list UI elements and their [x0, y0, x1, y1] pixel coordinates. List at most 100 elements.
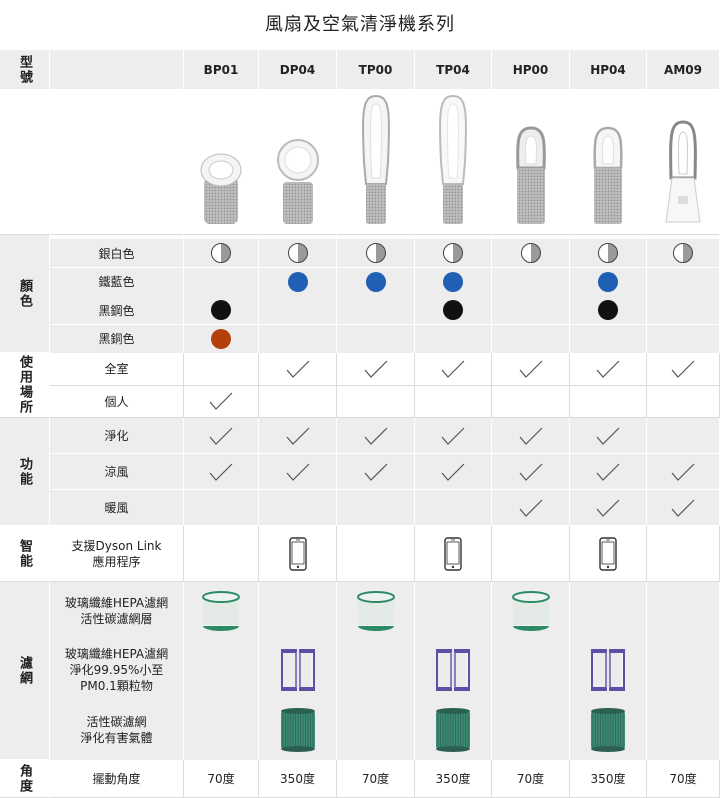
filter-cell	[647, 640, 720, 700]
color-swatch-cell	[415, 296, 492, 324]
angle-cell: 70度	[184, 760, 259, 798]
model-name: TP04	[436, 62, 470, 77]
color-swatch-icon	[443, 271, 463, 292]
checkmark-icon	[596, 463, 620, 481]
image-blank-left	[0, 90, 50, 235]
smartphone-icon	[444, 536, 462, 571]
product-image	[276, 139, 319, 224]
color-name: 黑鋼色	[98, 303, 135, 318]
usage-cell	[492, 353, 570, 386]
smart-row-label: 支援Dyson Link 應用程序	[50, 526, 184, 582]
function-cell	[259, 490, 337, 526]
color-swatch-cell	[337, 239, 415, 267]
filter-cylinder-icon	[591, 708, 625, 752]
product-image	[439, 94, 467, 224]
checkmark-icon	[441, 427, 465, 445]
function-cell	[415, 454, 492, 490]
filter-cell	[492, 582, 570, 640]
section-label: 使用場所	[17, 355, 32, 415]
color-swatch-cell	[259, 324, 337, 353]
function-name: 暖風	[104, 501, 129, 515]
color-swatch-cell	[570, 239, 647, 267]
checkmark-icon	[596, 427, 620, 445]
usage-cell	[647, 385, 720, 418]
checkmark-icon	[519, 427, 542, 445]
usage-name: 個人	[104, 394, 129, 409]
filter-cell	[184, 582, 259, 640]
checkmark-icon	[519, 463, 542, 481]
smartphone-icon	[288, 536, 307, 571]
color-swatch-cell	[492, 239, 570, 267]
color-swatch-icon	[287, 271, 308, 292]
section-label: 智能	[17, 538, 32, 569]
section-label-function: 功能	[0, 418, 50, 526]
model-name: BP01	[203, 62, 239, 77]
section-label-smart: 智能	[0, 526, 50, 582]
function-cell	[570, 454, 647, 490]
angle-row-label: 擺動角度	[50, 760, 184, 798]
function-cell	[259, 454, 337, 490]
function-cell	[259, 418, 337, 454]
product-image	[200, 153, 242, 224]
filter-cylinder-icon	[436, 708, 470, 752]
smart-cell	[337, 526, 415, 582]
filter-cylinder-icon	[202, 591, 240, 631]
function-cell	[647, 490, 720, 526]
filter-cell	[570, 582, 647, 640]
angle-cell: 70度	[492, 760, 570, 798]
function-cell	[415, 418, 492, 454]
filter-cell	[492, 640, 570, 700]
color-swatch-cell	[337, 296, 415, 324]
product-cell-hp04	[570, 90, 647, 235]
smartphone-icon	[599, 536, 617, 571]
checkmark-icon	[209, 463, 233, 481]
filter-name: 活性碳濾網 淨化有害氣體	[80, 715, 153, 745]
usage-row-label: 個人	[50, 385, 184, 418]
color-swatch-cell	[415, 239, 492, 267]
usage-cell	[492, 385, 570, 418]
function-cell	[647, 418, 720, 454]
color-name: 鐵藍色	[98, 275, 135, 289]
checkmark-icon	[671, 499, 695, 517]
angle-value: 350度	[280, 772, 315, 786]
angle-value: 70度	[207, 772, 235, 786]
angle-value: 350度	[435, 772, 471, 786]
angle-value: 70度	[361, 772, 390, 786]
model-name: AM09	[664, 62, 702, 77]
color-swatch-cell	[647, 267, 720, 296]
color-swatch-cell	[647, 324, 720, 353]
function-cell	[184, 490, 259, 526]
usage-cell	[184, 353, 259, 386]
function-cell	[570, 418, 647, 454]
color-row-label: 鐵藍色	[50, 267, 184, 296]
model-header-am09: AM09	[647, 50, 720, 90]
function-cell	[337, 418, 415, 454]
section-label: 濾網	[17, 655, 32, 686]
filter-cell	[259, 640, 337, 700]
checkmark-icon	[286, 427, 309, 445]
usage-cell	[647, 353, 720, 386]
color-name: 銀白色	[98, 246, 135, 261]
filter-cell	[337, 582, 415, 640]
usage-row-label: 全室	[50, 353, 184, 386]
color-swatch-cell	[492, 324, 570, 353]
angle-value: 70度	[516, 772, 545, 786]
checkmark-icon	[671, 360, 695, 378]
section-label-angle: 角度	[0, 760, 50, 798]
usage-cell	[184, 385, 259, 418]
angle-value: 70度	[669, 772, 697, 786]
usage-cell	[570, 385, 647, 418]
product-cell-dp04	[259, 90, 337, 235]
checkmark-icon	[671, 463, 695, 481]
color-swatch-cell	[184, 267, 259, 296]
model-name: DP04	[279, 62, 316, 77]
function-row-label: 涼風	[50, 454, 184, 490]
color-swatch-cell	[415, 324, 492, 353]
filter-cylinder-icon	[280, 649, 315, 691]
product-cell-am09	[647, 90, 720, 235]
color-swatch-cell	[184, 324, 259, 353]
color-swatch-cell	[184, 296, 259, 324]
model-header-dp04: DP04	[259, 50, 337, 90]
function-cell	[184, 418, 259, 454]
